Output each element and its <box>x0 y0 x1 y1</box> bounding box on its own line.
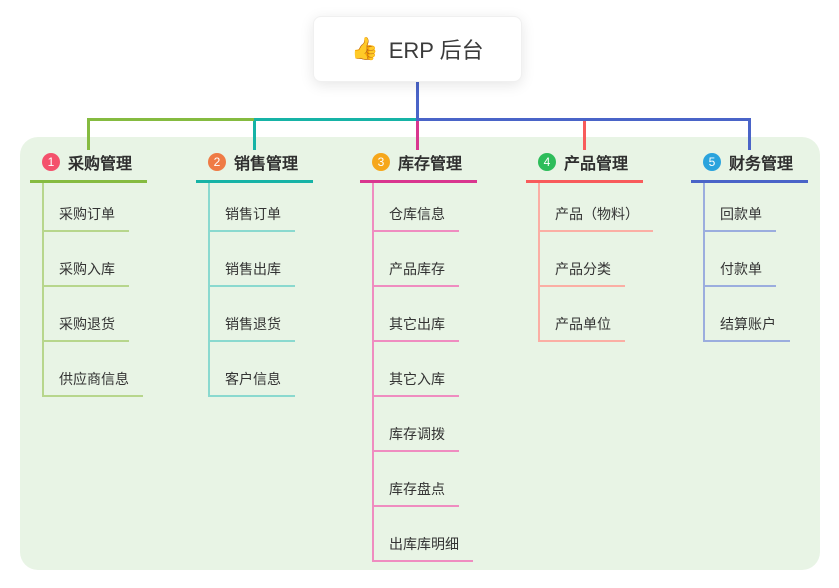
branch-sales: 2 销售管理 销售订单 销售出库 销售退货 客户信息 <box>196 150 361 397</box>
child-label[interactable]: 回款单 <box>705 204 776 232</box>
child-label[interactable]: 采购订单 <box>44 204 129 232</box>
child-node: 销售订单 <box>210 183 361 232</box>
child-label[interactable]: 出库库明细 <box>374 534 473 562</box>
branch-title-product: 产品管理 <box>564 156 629 173</box>
root-title: ERP 后台 <box>388 38 484 63</box>
child-label[interactable]: 库存盘点 <box>374 479 459 507</box>
connector-drop-purchase <box>87 121 90 150</box>
child-label[interactable]: 销售退货 <box>210 314 295 342</box>
connector-drop-product <box>583 121 586 150</box>
child-label[interactable]: 其它入库 <box>374 369 459 397</box>
branch-title-inventory: 库存管理 <box>398 156 463 173</box>
child-node: 销售退货 <box>210 287 361 342</box>
child-label[interactable]: 结算账户 <box>705 314 790 342</box>
branch-title-finance: 财务管理 <box>729 156 794 173</box>
branch-label-purchase[interactable]: 1 采购管理 <box>30 150 147 183</box>
child-label[interactable]: 产品单位 <box>540 314 625 342</box>
mindmap-panel <box>20 137 820 570</box>
badge-5: 5 <box>703 153 721 171</box>
child-node: 仓库信息 <box>374 183 525 232</box>
child-node: 产品分类 <box>540 232 691 287</box>
branch-children-purchase: 采购订单 采购入库 采购退货 供应商信息 <box>42 183 195 397</box>
child-node: 其它入库 <box>374 342 525 397</box>
connector-bus-green <box>87 118 256 121</box>
child-node: 销售出库 <box>210 232 361 287</box>
child-label[interactable]: 产品分类 <box>540 259 625 287</box>
branch-label-inventory[interactable]: 3 库存管理 <box>360 150 477 183</box>
badge-2: 2 <box>208 153 226 171</box>
connector-bus-teal <box>254 118 418 121</box>
connector-drop-inventory <box>416 121 419 150</box>
branch-purchase: 1 采购管理 采购订单 采购入库 采购退货 供应商信息 <box>30 150 195 397</box>
branch-label-finance[interactable]: 5 财务管理 <box>691 150 808 183</box>
badge-3: 3 <box>372 153 390 171</box>
connector-drop-finance <box>748 121 751 150</box>
child-label[interactable]: 供应商信息 <box>44 369 143 397</box>
child-node: 回款单 <box>705 183 839 232</box>
branch-inventory: 3 库存管理 仓库信息 产品库存 其它出库 其它入库 库存调拨 库存盘点 出库库… <box>360 150 525 562</box>
child-label[interactable]: 产品库存 <box>374 259 459 287</box>
branch-children-inventory: 仓库信息 产品库存 其它出库 其它入库 库存调拨 库存盘点 出库库明细 <box>372 183 525 562</box>
branch-label-product[interactable]: 4 产品管理 <box>526 150 643 183</box>
child-node: 供应商信息 <box>44 342 195 397</box>
thumbs-up-icon: 👍 <box>351 36 379 61</box>
child-label[interactable]: 库存调拨 <box>374 424 459 452</box>
child-label[interactable]: 销售出库 <box>210 259 295 287</box>
child-label[interactable]: 采购退货 <box>44 314 129 342</box>
branch-children-product: 产品（物料） 产品分类 产品单位 <box>538 183 691 342</box>
child-node: 付款单 <box>705 232 839 287</box>
connector-bus-blue <box>416 118 751 121</box>
child-node: 库存盘点 <box>374 452 525 507</box>
child-node: 库存调拨 <box>374 397 525 452</box>
child-node: 客户信息 <box>210 342 361 397</box>
badge-1: 1 <box>42 153 60 171</box>
root-node[interactable]: 👍 ERP 后台 <box>313 16 522 82</box>
child-label[interactable]: 销售订单 <box>210 204 295 232</box>
badge-4: 4 <box>538 153 556 171</box>
branch-label-sales[interactable]: 2 销售管理 <box>196 150 313 183</box>
child-node: 产品（物料） <box>540 183 691 232</box>
child-node: 采购订单 <box>44 183 195 232</box>
child-node: 采购退货 <box>44 287 195 342</box>
child-label[interactable]: 其它出库 <box>374 314 459 342</box>
child-node: 产品库存 <box>374 232 525 287</box>
branch-title-sales: 销售管理 <box>234 156 299 173</box>
child-node: 采购入库 <box>44 232 195 287</box>
branch-product: 4 产品管理 产品（物料） 产品分类 产品单位 <box>526 150 691 342</box>
child-label[interactable]: 产品（物料） <box>540 204 653 232</box>
child-label[interactable]: 采购入库 <box>44 259 129 287</box>
branch-finance: 5 财务管理 回款单 付款单 结算账户 <box>691 150 839 342</box>
branch-title-purchase: 采购管理 <box>68 156 133 173</box>
connector-root-vertical <box>416 80 419 118</box>
child-label[interactable]: 仓库信息 <box>374 204 459 232</box>
connector-drop-sales <box>253 121 256 150</box>
branch-children-finance: 回款单 付款单 结算账户 <box>703 183 839 342</box>
child-label[interactable]: 付款单 <box>705 259 776 287</box>
child-label[interactable]: 客户信息 <box>210 369 295 397</box>
child-node: 出库库明细 <box>374 507 525 562</box>
branch-children-sales: 销售订单 销售出库 销售退货 客户信息 <box>208 183 361 397</box>
child-node: 其它出库 <box>374 287 525 342</box>
child-node: 结算账户 <box>705 287 839 342</box>
child-node: 产品单位 <box>540 287 691 342</box>
